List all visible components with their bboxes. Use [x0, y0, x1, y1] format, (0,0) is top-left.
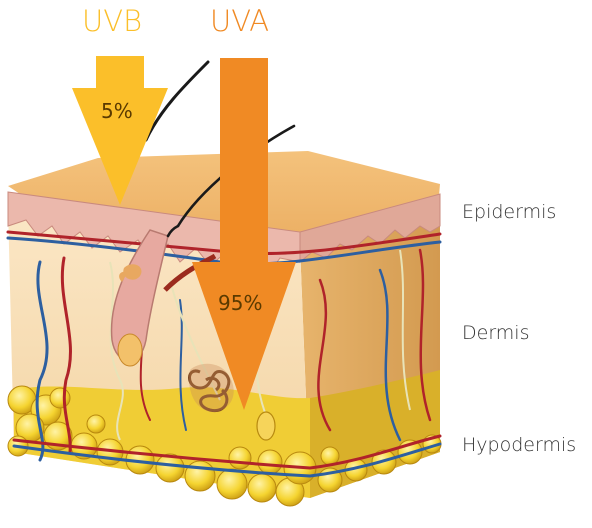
receptor — [257, 412, 275, 440]
label-dermis: Dermis — [462, 322, 529, 344]
uvb-title: UVB — [82, 4, 142, 38]
uva-title: UVA — [210, 4, 269, 38]
label-hypodermis: Hypodermis — [462, 434, 576, 456]
uva-percent: 95% — [218, 291, 262, 315]
uvb-percent: 5% — [101, 99, 133, 123]
label-epidermis: Epidermis — [462, 201, 556, 223]
